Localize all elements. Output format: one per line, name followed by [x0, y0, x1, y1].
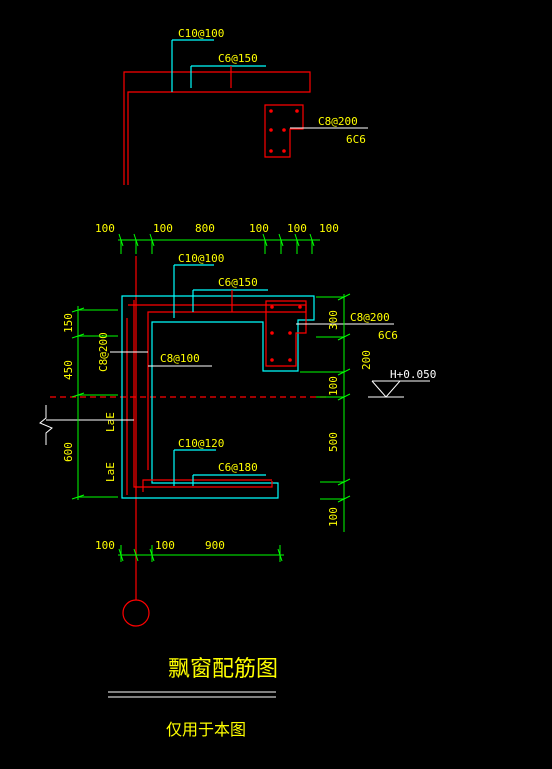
top-dim-1: 100 [153, 222, 173, 235]
left-dimensions: 150 450 600 [62, 306, 118, 500]
top-slab-outline [123, 71, 311, 185]
left-dim-1: 450 [62, 360, 75, 380]
right-dim-ticks [300, 293, 351, 503]
label-column-bars: 6C6 [378, 329, 398, 342]
top-dim-0: 100 [95, 222, 115, 235]
rebar-dot [282, 128, 286, 132]
bottom-dim-0: 100 [95, 539, 115, 552]
left-dim-ticks [71, 307, 118, 500]
bottom-dim-1: 100 [155, 539, 175, 552]
top-dim-3: 100 [249, 222, 269, 235]
top-label-dist-bar: C6@150 [218, 52, 258, 65]
top-dimensions: 100 100 800 100 100 100 [95, 222, 339, 254]
top-dim-4: 100 [287, 222, 307, 235]
title-block: 飘窗配筋图 仅用于本图 [108, 657, 278, 739]
rebar-dot [269, 149, 273, 153]
left-dim-2: 600 [62, 442, 75, 462]
rebar-dot [270, 331, 274, 335]
label-wall-vert: C8@200 [97, 332, 110, 372]
main-column-section [265, 300, 307, 367]
rebar-dot [270, 358, 274, 362]
bottom-dimensions: 100 100 900 [95, 539, 284, 562]
right-dim-4: 100 [327, 507, 340, 527]
rebar-dot [295, 109, 299, 113]
rebar-dot [298, 305, 302, 309]
axis-bubble [122, 599, 150, 627]
top-dim-5: 100 [319, 222, 339, 235]
main-section-detail: C10@100 C6@150 C8@200 6C6 C8@200 C8@100 … [39, 252, 398, 627]
left-dim-0: 150 [62, 313, 75, 333]
elevation-label: H+0.050 [390, 368, 436, 381]
rebar-dot [282, 149, 286, 153]
label-bot-bar: C10@120 [178, 437, 224, 450]
label-stirrup: C8@200 [350, 311, 390, 324]
rebar-dot [270, 305, 274, 309]
outer-rebar [133, 300, 273, 488]
label-wall-horiz: C8@100 [160, 352, 200, 365]
bottom-dim-ticks [118, 545, 283, 562]
top-label-main-bar: C10@100 [178, 27, 224, 40]
top-column-section [264, 104, 304, 158]
label-anchor-1: LaE [104, 412, 117, 432]
top-section-detail: C10@100 C6@150 C8@200 6C6 [123, 27, 368, 185]
rebar-dot [288, 358, 292, 362]
right-dim-2: 100 [327, 376, 340, 396]
right-dimensions: 300 200 100 500 100 H+0.050 [300, 293, 436, 532]
break-symbol [39, 405, 53, 445]
right-dim-1: 200 [360, 350, 373, 370]
rebar-dot [288, 331, 292, 335]
rebar-dot [269, 128, 273, 132]
label-top-bar: C10@100 [178, 252, 224, 265]
bottom-slab-rebar [142, 479, 272, 492]
window-section-outline [121, 295, 315, 499]
top-dim-2: 800 [195, 222, 215, 235]
drawing-title: 飘窗配筋图 [168, 657, 278, 682]
rebar-dot [269, 109, 273, 113]
elevation-triangle [371, 380, 402, 398]
top-label-column-bars: 6C6 [346, 133, 366, 146]
right-dim-0: 300 [327, 310, 340, 330]
top-dim-ticks [118, 233, 315, 254]
right-dim-3: 500 [327, 432, 340, 452]
label-bot-dist: C6@180 [218, 461, 258, 474]
bottom-dim-2: 900 [205, 539, 225, 552]
top-label-stirrup: C8@200 [318, 115, 358, 128]
drawing-subtitle: 仅用于本图 [166, 720, 246, 739]
label-top-dist: C6@150 [218, 276, 258, 289]
label-anchor-2: LaE [104, 462, 117, 482]
